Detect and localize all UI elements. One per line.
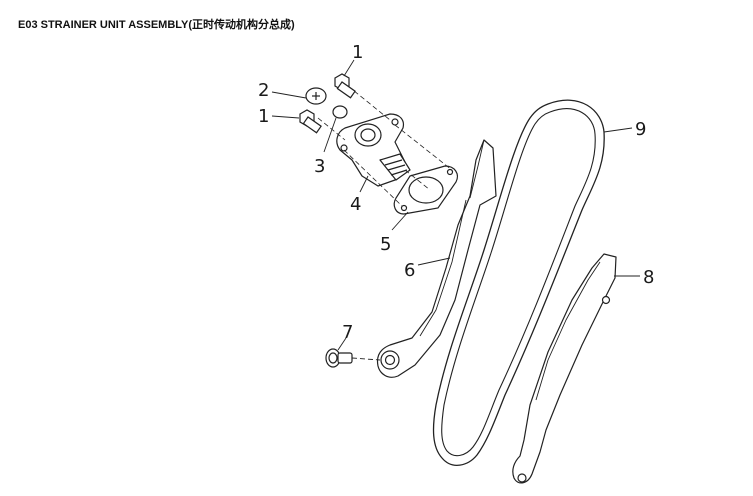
washer-plate — [305, 87, 327, 105]
callout-bolt-top: 1 — [352, 42, 363, 63]
tensioner-gasket — [393, 165, 458, 215]
callout-timing-chain: 9 — [635, 119, 646, 140]
callout-guide-rail: 8 — [643, 267, 654, 288]
callout-bolt-left: 1 — [258, 106, 269, 127]
tensioner-body — [336, 113, 411, 187]
callout-o-ring: 3 — [314, 156, 325, 177]
pivot-bolt — [325, 348, 381, 368]
timing-chain — [432, 99, 605, 466]
callout-tensioner-arm: 6 — [404, 260, 415, 281]
callout-washer-plate: 2 — [258, 80, 269, 101]
o-ring — [332, 105, 348, 119]
callout-gasket: 5 — [380, 234, 391, 255]
chain-guide-rail — [512, 253, 617, 484]
page-title: E03 STRAINER UNIT ASSEMBLY(正时传动机构分总成) — [18, 19, 295, 31]
tensioner-arm — [376, 139, 497, 378]
leader-lines — [271, 59, 640, 351]
callout-tensioner: 4 — [350, 194, 361, 215]
bolt-top — [334, 73, 356, 99]
bolt-left — [299, 109, 322, 134]
callout-pivot-bolt: 7 — [342, 322, 353, 343]
